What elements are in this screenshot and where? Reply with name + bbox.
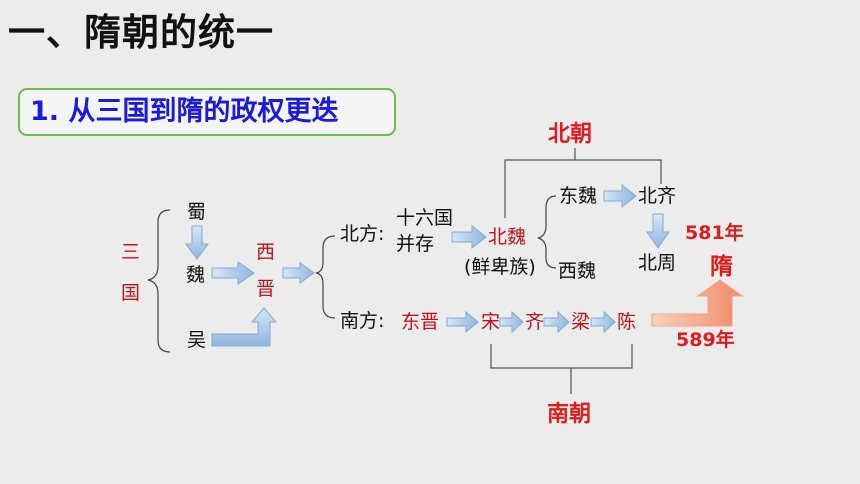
qi: 齐 xyxy=(525,311,545,333)
eastern-wei: 东魏 xyxy=(559,185,598,207)
brace-north-south xyxy=(315,235,336,319)
bracket-south xyxy=(490,344,633,369)
arrow-sixteen-beiwei xyxy=(451,224,487,250)
year-589: 589年 xyxy=(676,329,735,351)
arrow-song-qi xyxy=(499,310,524,334)
sui-label: 隋 xyxy=(710,254,733,280)
southern-dynasties-label: 南朝 xyxy=(547,402,592,427)
arrow-beiqi-beizhou xyxy=(646,213,670,249)
wei-label: 魏 xyxy=(186,264,206,286)
dongjin: 东晋 xyxy=(401,311,440,333)
south-label: 南方: xyxy=(340,310,385,332)
brace-beiwei-split xyxy=(537,195,557,269)
year-581: 581年 xyxy=(685,222,744,244)
arrow-qi-liang xyxy=(543,310,570,334)
coexist-label: 并存 xyxy=(396,233,435,255)
chen: 陈 xyxy=(617,311,637,333)
north-label: 北方: xyxy=(340,223,385,245)
sixteen-kingdoms: 十六国 xyxy=(396,207,454,229)
arrow-wei-xijin xyxy=(211,261,255,285)
northern-dynasties-label: 北朝 xyxy=(548,122,593,147)
arrow-chen-sui xyxy=(651,279,744,327)
northern-zhou: 北周 xyxy=(638,252,677,274)
subtitle-box xyxy=(18,88,396,136)
arrow-dongjin-song xyxy=(446,310,479,334)
bracket-north xyxy=(504,159,662,218)
three-kingdoms-label-1: 三 xyxy=(121,241,141,263)
song: 宋 xyxy=(481,311,501,333)
arrow-xijin-split xyxy=(282,262,315,284)
xianbei-label: (鲜卑族) xyxy=(464,256,536,278)
western-wei: 西魏 xyxy=(558,260,597,282)
arrow-liang-chen xyxy=(590,310,616,334)
northern-wei: 北魏 xyxy=(488,226,527,248)
subtitle: 1. 从三国到隋的政权更迭 xyxy=(30,96,339,127)
arrow-wu-xijin xyxy=(211,307,278,347)
arrow-dongwei-beiqi xyxy=(603,183,637,209)
western-jin-2: 晋 xyxy=(256,278,276,300)
northern-qi: 北齐 xyxy=(638,185,677,207)
shu-label: 蜀 xyxy=(187,201,207,223)
wu-label: 吴 xyxy=(187,329,207,351)
western-jin-1: 西 xyxy=(256,241,276,263)
brace-three-kingdoms xyxy=(147,209,171,353)
page-title: 一、隋朝的统一 xyxy=(8,11,274,54)
three-kingdoms-label-2: 国 xyxy=(121,282,141,304)
liang: 梁 xyxy=(571,311,591,333)
arrow-shu-wei xyxy=(185,225,209,260)
